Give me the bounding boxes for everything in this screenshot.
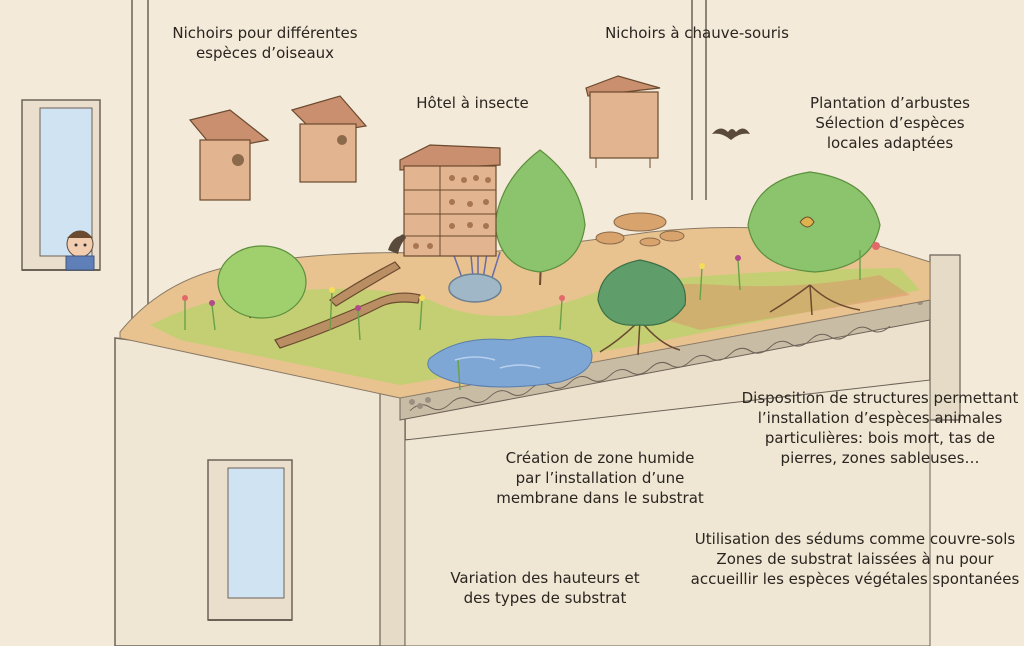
- insect-hotel: [399, 144, 501, 257]
- shrub-lavender: [448, 240, 502, 303]
- stone-pile: [595, 212, 685, 247]
- bird-box-right: [290, 95, 368, 183]
- label-bat-boxes: Nichoirs à chauve-souris: [605, 24, 789, 42]
- background-building: [131, 0, 707, 340]
- wetland-pond: [427, 335, 593, 388]
- label-substrate: Variation des hauteurs et des types de s…: [450, 569, 640, 607]
- bird-icon: [388, 234, 406, 254]
- bird-box-left: [188, 109, 270, 201]
- label-shrubs: Plantation d’arbustes Sélection d’espèce…: [810, 94, 970, 152]
- wildflowers: [182, 242, 880, 391]
- lower-window: [207, 459, 293, 621]
- shrub-roots-middle: [597, 259, 687, 356]
- label-sedums: Utilisation des sédums comme couvre-sols…: [690, 530, 1020, 588]
- shrub-center: [494, 149, 586, 286]
- person-in-window: [65, 230, 95, 271]
- label-wetland: Création de zone humide par l’installati…: [496, 449, 704, 507]
- label-insect-hotel: Hôtel à insecte: [416, 94, 529, 112]
- bat-icon: [712, 128, 750, 140]
- dead-wood: [274, 261, 421, 349]
- shrub-right: [747, 171, 881, 316]
- label-bird-boxes: Nichoirs pour différentes espèces d’oise…: [172, 24, 358, 62]
- bat-box: [585, 75, 661, 168]
- shrub-left: [217, 245, 307, 319]
- label-structures: Disposition de structures permettant l’i…: [741, 389, 1019, 467]
